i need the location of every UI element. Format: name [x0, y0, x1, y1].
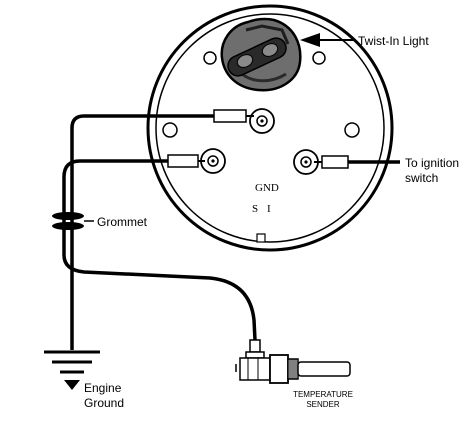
- ring-terminal-crimp: [213, 109, 247, 123]
- ring-terminal-crimp: [321, 155, 349, 169]
- twist-in-light-arrow: [300, 33, 355, 47]
- i-terminal: [293, 149, 319, 175]
- temperature-sender: [235, 339, 351, 384]
- mounting-holes: [162, 51, 360, 138]
- s-label: S: [252, 203, 258, 215]
- ignition-label-line1: To ignition: [405, 156, 459, 170]
- grommet-label: Grommet: [97, 215, 148, 229]
- grommet: [52, 212, 94, 230]
- gauge-alignment-tab: [256, 233, 266, 243]
- twist-in-light-bulb: [220, 17, 302, 92]
- ground-wire: [70, 109, 254, 350]
- mounting-hole: [312, 51, 326, 65]
- sender-wire: [62, 154, 257, 341]
- ring-terminal-crimp: [167, 154, 199, 168]
- engine-ground-symbol: [44, 350, 100, 390]
- sender-label-line1: TEMPERATURE: [293, 390, 353, 399]
- sender-label-line2: SENDER: [306, 400, 340, 409]
- gnd-terminal: [249, 108, 275, 134]
- s-terminal: [200, 148, 226, 174]
- ignition-wire: [314, 155, 400, 169]
- engine-ground-label-line1: Engine: [84, 381, 122, 395]
- mounting-hole: [344, 122, 360, 138]
- engine-ground-label-line2: Ground: [84, 396, 124, 410]
- ignition-label-line2: switch: [405, 171, 438, 185]
- mounting-hole: [203, 51, 217, 65]
- gnd-label: GND: [255, 182, 279, 194]
- i-label: I: [267, 203, 271, 215]
- twist-in-light-label: Twist-In Light: [358, 34, 429, 48]
- mounting-hole: [162, 122, 178, 138]
